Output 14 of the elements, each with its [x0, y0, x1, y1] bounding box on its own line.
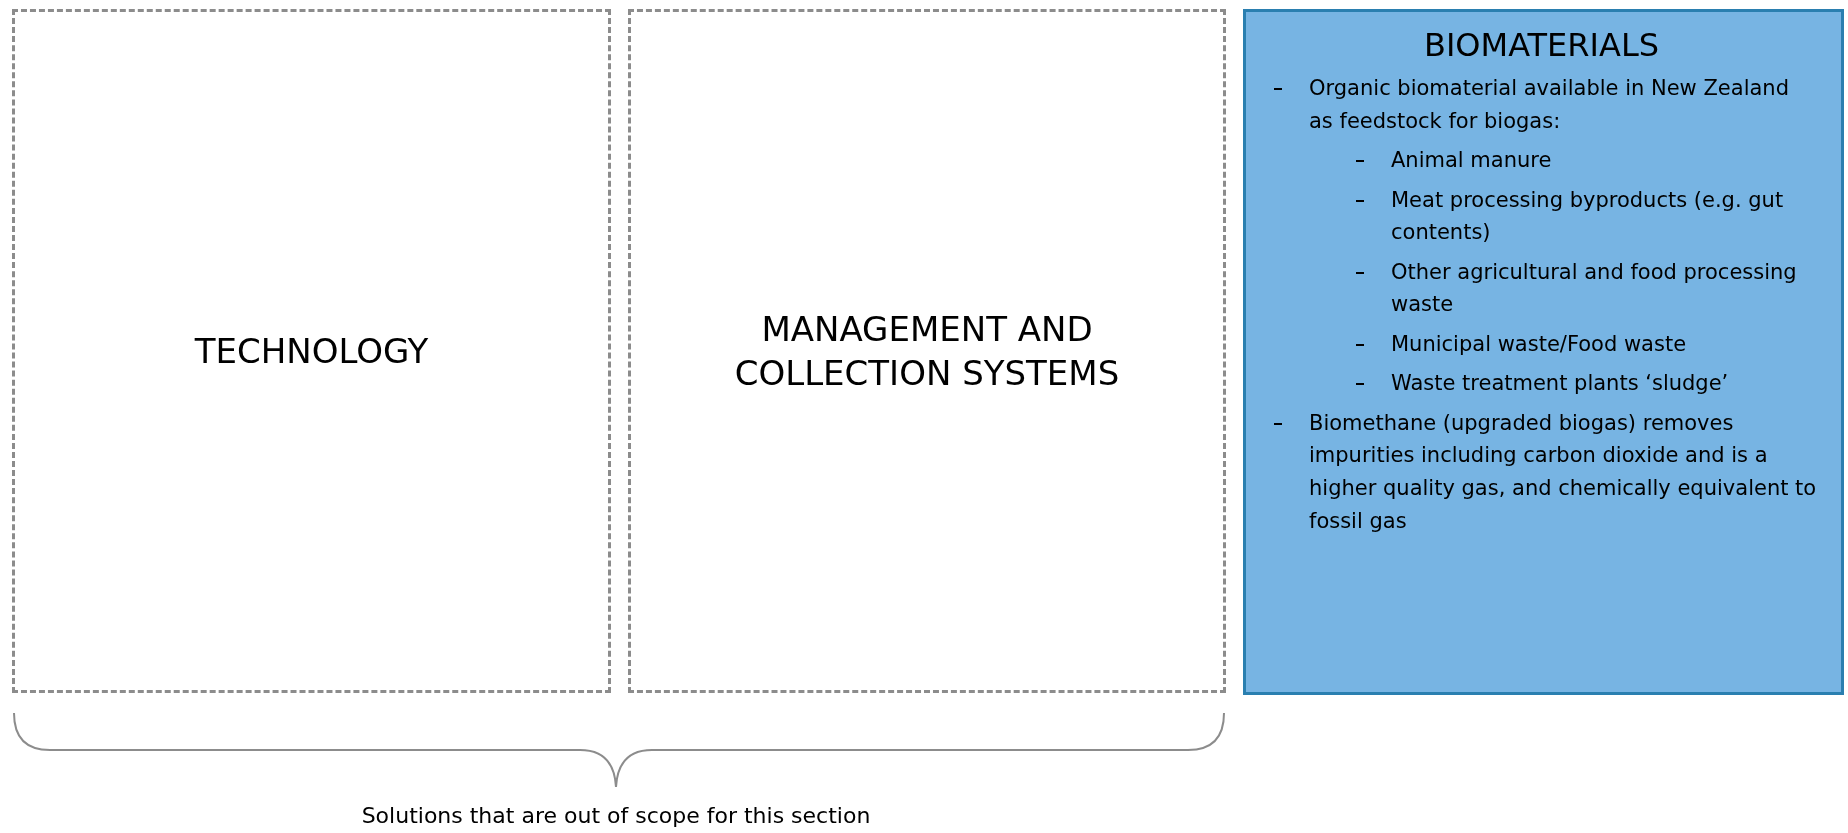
bullet-text: Organic biomaterial available in New Zealand as feedstock for biogas: — [1309, 76, 1789, 133]
caption: Solutions that are out of scope for this section — [360, 803, 872, 828]
bullet-text: Meat processing byproducts (e.g. gut contents) — [1391, 187, 1784, 245]
dashed-box — [12, 9, 611, 693]
panel-heading: BIOMATERIALS — [1422, 26, 1661, 64]
bullet-text: Municipal waste/Food waste — [1391, 331, 1687, 356]
bullet-text: Other agricultural and food processing waste — [1391, 259, 1797, 317]
bullet-text: Biomethane (upgraded biogas) removes impurities including carbon dioxide and is a higher quality gas, and chemically equivalent to fossil gas — [1309, 410, 1817, 533]
dashed-box — [628, 9, 1226, 693]
box-title: MANAGEMENT AND COLLECTION SYSTEMS — [733, 307, 1121, 395]
info-panel — [1243, 9, 1844, 695]
box-title: TECHNOLOGY — [194, 329, 429, 373]
bullet-text: Animal manure — [1391, 148, 1552, 173]
bullet-text: Waste treatment plants ‘sludge’ — [1391, 371, 1729, 396]
